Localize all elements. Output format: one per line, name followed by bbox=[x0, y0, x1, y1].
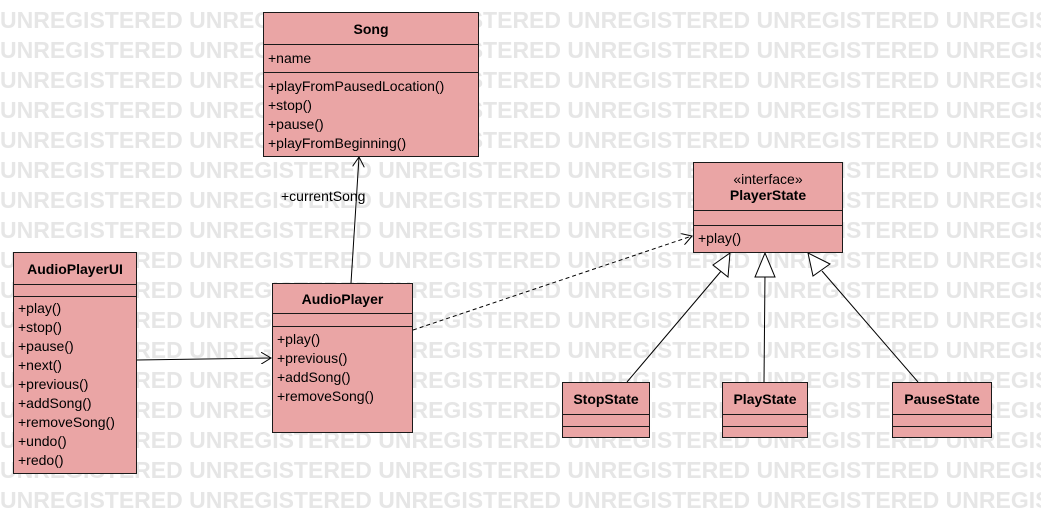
audioplayer-operation: +addSong() bbox=[277, 369, 351, 385]
audioplayerui-operation: +stop() bbox=[18, 319, 62, 335]
realization-triangle-pausestate bbox=[807, 252, 831, 277]
class-stopstate-attributes bbox=[563, 415, 649, 427]
audioplayerui-operation: +previous() bbox=[18, 376, 89, 392]
audioplayerui-operation: +next() bbox=[18, 357, 62, 373]
class-song-name-compartment: Song bbox=[264, 13, 478, 45]
song-operation: +stop() bbox=[268, 97, 312, 113]
class-audioplayer[interactable]: AudioPlayer +play() +previous() +addSong… bbox=[272, 283, 413, 433]
class-playstate-name-compartment: PlayState bbox=[723, 383, 807, 415]
audioplayer-operation: +previous() bbox=[277, 350, 348, 366]
association-role-currentsong: +currentSong bbox=[281, 188, 366, 204]
class-audioplayer-name-compartment: AudioPlayer bbox=[273, 284, 412, 314]
class-playerstate-stereotype: «interface» bbox=[733, 170, 803, 187]
class-playstate-attributes bbox=[723, 415, 807, 427]
song-operation: +pause() bbox=[268, 116, 324, 132]
realization-triangle-stopstate bbox=[712, 251, 731, 278]
class-playerstate-operations: +play() bbox=[694, 226, 842, 248]
class-playstate[interactable]: PlayState bbox=[722, 382, 808, 438]
class-pausestate[interactable]: PauseState bbox=[892, 382, 992, 438]
song-operation: +playFromBeginning() bbox=[268, 135, 407, 151]
class-audioplayerui-name: AudioPlayerUI bbox=[27, 260, 123, 277]
class-pausestate-attributes bbox=[893, 415, 991, 427]
class-audioplayerui[interactable]: AudioPlayerUI +play() +stop() +pause() +… bbox=[13, 252, 137, 474]
class-stopstate[interactable]: StopState bbox=[562, 382, 650, 438]
class-playerstate-name-compartment: «interface» PlayerState bbox=[694, 163, 842, 211]
song-attribute: +name bbox=[268, 50, 312, 66]
audioplayer-operation: +play() bbox=[277, 331, 321, 347]
class-audioplayerui-name-compartment: AudioPlayerUI bbox=[14, 253, 136, 285]
class-stopstate-name-compartment: StopState bbox=[563, 383, 649, 415]
class-song-operations: +playFromPausedLocation() +stop() +pause… bbox=[264, 73, 478, 153]
realization-stopstate bbox=[626, 269, 723, 383]
class-playerstate[interactable]: «interface» PlayerState +play() bbox=[693, 162, 843, 253]
association-player-to-song bbox=[350, 157, 359, 284]
class-audioplayerui-attributes bbox=[14, 285, 136, 297]
class-song-attributes: +name bbox=[264, 45, 478, 73]
class-pausestate-name-compartment: PauseState bbox=[893, 383, 991, 415]
class-playerstate-name: PlayerState bbox=[729, 186, 807, 203]
audioplayerui-operation: +undo() bbox=[18, 433, 67, 449]
class-audioplayer-name: AudioPlayer bbox=[301, 290, 384, 307]
realization-pausestate bbox=[821, 270, 919, 383]
class-pausestate-name: PauseState bbox=[904, 390, 980, 407]
audioplayerui-operation: +pause() bbox=[18, 338, 74, 354]
class-song[interactable]: Song +name +playFromPausedLocation() +st… bbox=[263, 12, 479, 157]
class-audioplayerui-operations: +play() +stop() +pause() +next() +previo… bbox=[14, 297, 136, 470]
audioplayerui-operation: +play() bbox=[18, 300, 62, 316]
playerstate-operation: +play() bbox=[698, 230, 742, 246]
dependency-player-to-playerstate bbox=[412, 236, 692, 331]
class-stopstate-name: StopState bbox=[573, 390, 639, 407]
audioplayer-operation: +removeSong() bbox=[277, 388, 374, 404]
audioplayerui-operation: +addSong() bbox=[18, 395, 92, 411]
class-playstate-name: PlayState bbox=[733, 390, 797, 407]
class-audioplayer-attributes bbox=[273, 314, 412, 327]
audioplayerui-operation: +redo() bbox=[18, 452, 64, 468]
song-operation: +playFromPausedLocation() bbox=[268, 78, 445, 94]
class-playerstate-attributes bbox=[694, 211, 842, 226]
class-audioplayer-operations: +play() +previous() +addSong() +removeSo… bbox=[273, 327, 412, 406]
realization-playstate bbox=[763, 271, 766, 383]
realization-triangle-playstate bbox=[754, 251, 776, 278]
class-song-name: Song bbox=[353, 20, 389, 37]
audioplayerui-operation: +removeSong() bbox=[18, 414, 115, 430]
association-ui-to-player bbox=[136, 358, 271, 360]
